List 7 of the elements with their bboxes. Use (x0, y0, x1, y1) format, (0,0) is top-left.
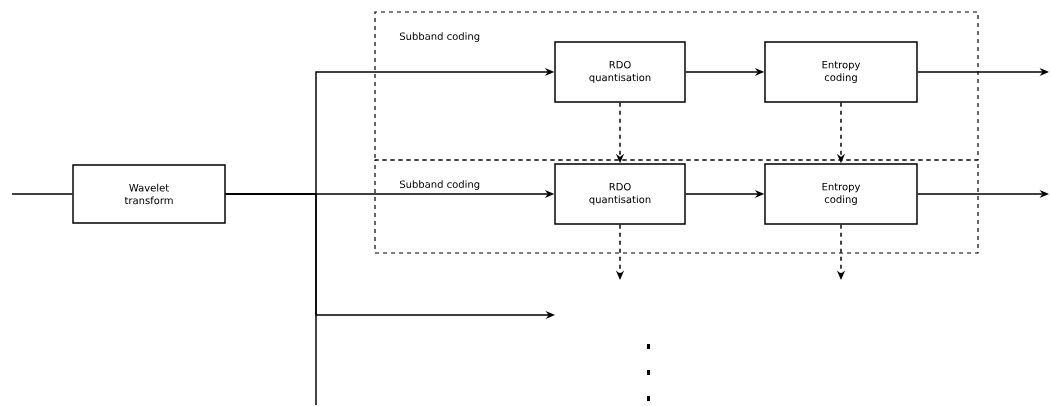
process-box: RDO quantisation (554, 41, 686, 103)
process-box: Entropy coding (764, 163, 918, 225)
group-heading: Subband coding (399, 180, 480, 190)
process-box: RDO quantisation (554, 163, 686, 225)
process-box: Wavelet transform (72, 164, 226, 224)
process-box: Entropy coding (764, 41, 918, 103)
group-heading: Subband coding (399, 32, 480, 42)
